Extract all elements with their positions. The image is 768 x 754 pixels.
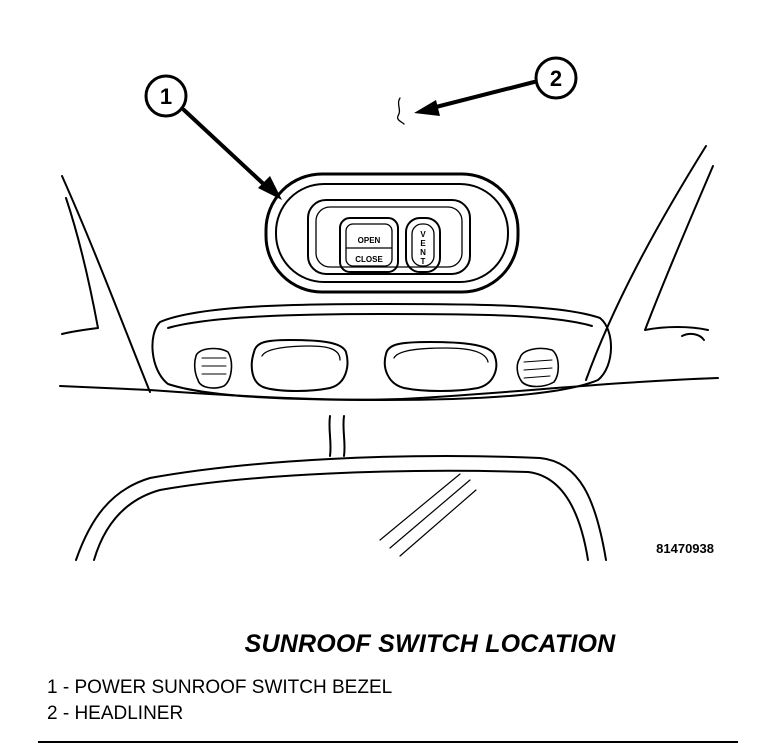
right-console-switch bbox=[516, 347, 560, 388]
callout-1-circle bbox=[144, 74, 188, 118]
sunroof-switch-bezel bbox=[264, 172, 520, 294]
right-a-pillar bbox=[585, 145, 714, 381]
mirror-stem bbox=[328, 415, 346, 457]
sunroof-switch-illustration: 1 2 OPEN CLOSE V E N T 81470938 bbox=[59, 56, 719, 561]
callout-1-arrowhead bbox=[258, 176, 282, 200]
right-reading-lamp bbox=[383, 341, 498, 392]
callout-2-number: 2 bbox=[550, 66, 562, 91]
overhead-console bbox=[151, 303, 612, 401]
callout-1-leader bbox=[182, 108, 272, 192]
left-console-switch bbox=[193, 347, 233, 389]
vent-button bbox=[405, 217, 441, 273]
vent-letter-e: E bbox=[420, 239, 426, 248]
legend-item-1: 1 - POWER SUNROOF SWITCH BEZEL bbox=[47, 677, 393, 698]
bottom-rule bbox=[38, 741, 738, 743]
open-label: OPEN bbox=[358, 236, 381, 245]
rearview-mirror bbox=[75, 455, 607, 561]
close-label: CLOSE bbox=[355, 255, 383, 264]
open-close-button bbox=[339, 217, 399, 273]
headliner-texture-mark bbox=[396, 97, 405, 125]
caption-title: SUNROOF SWITCH LOCATION bbox=[244, 630, 616, 658]
callout-2-circle bbox=[534, 56, 578, 100]
callout-2-arrowhead bbox=[414, 100, 440, 116]
vent-letter-t: T bbox=[421, 257, 426, 266]
figure-id: 81470938 bbox=[656, 541, 714, 556]
left-a-pillar bbox=[61, 175, 151, 393]
vent-letter-v: V bbox=[420, 230, 426, 239]
callout-1-number: 1 bbox=[160, 84, 172, 109]
callout-2-leader bbox=[430, 80, 536, 110]
left-reading-lamp bbox=[250, 339, 349, 392]
legend-item-2: 2 - HEADLINER bbox=[47, 703, 184, 724]
vent-letter-n: N bbox=[420, 248, 426, 257]
headliner-edge-line bbox=[59, 377, 719, 401]
